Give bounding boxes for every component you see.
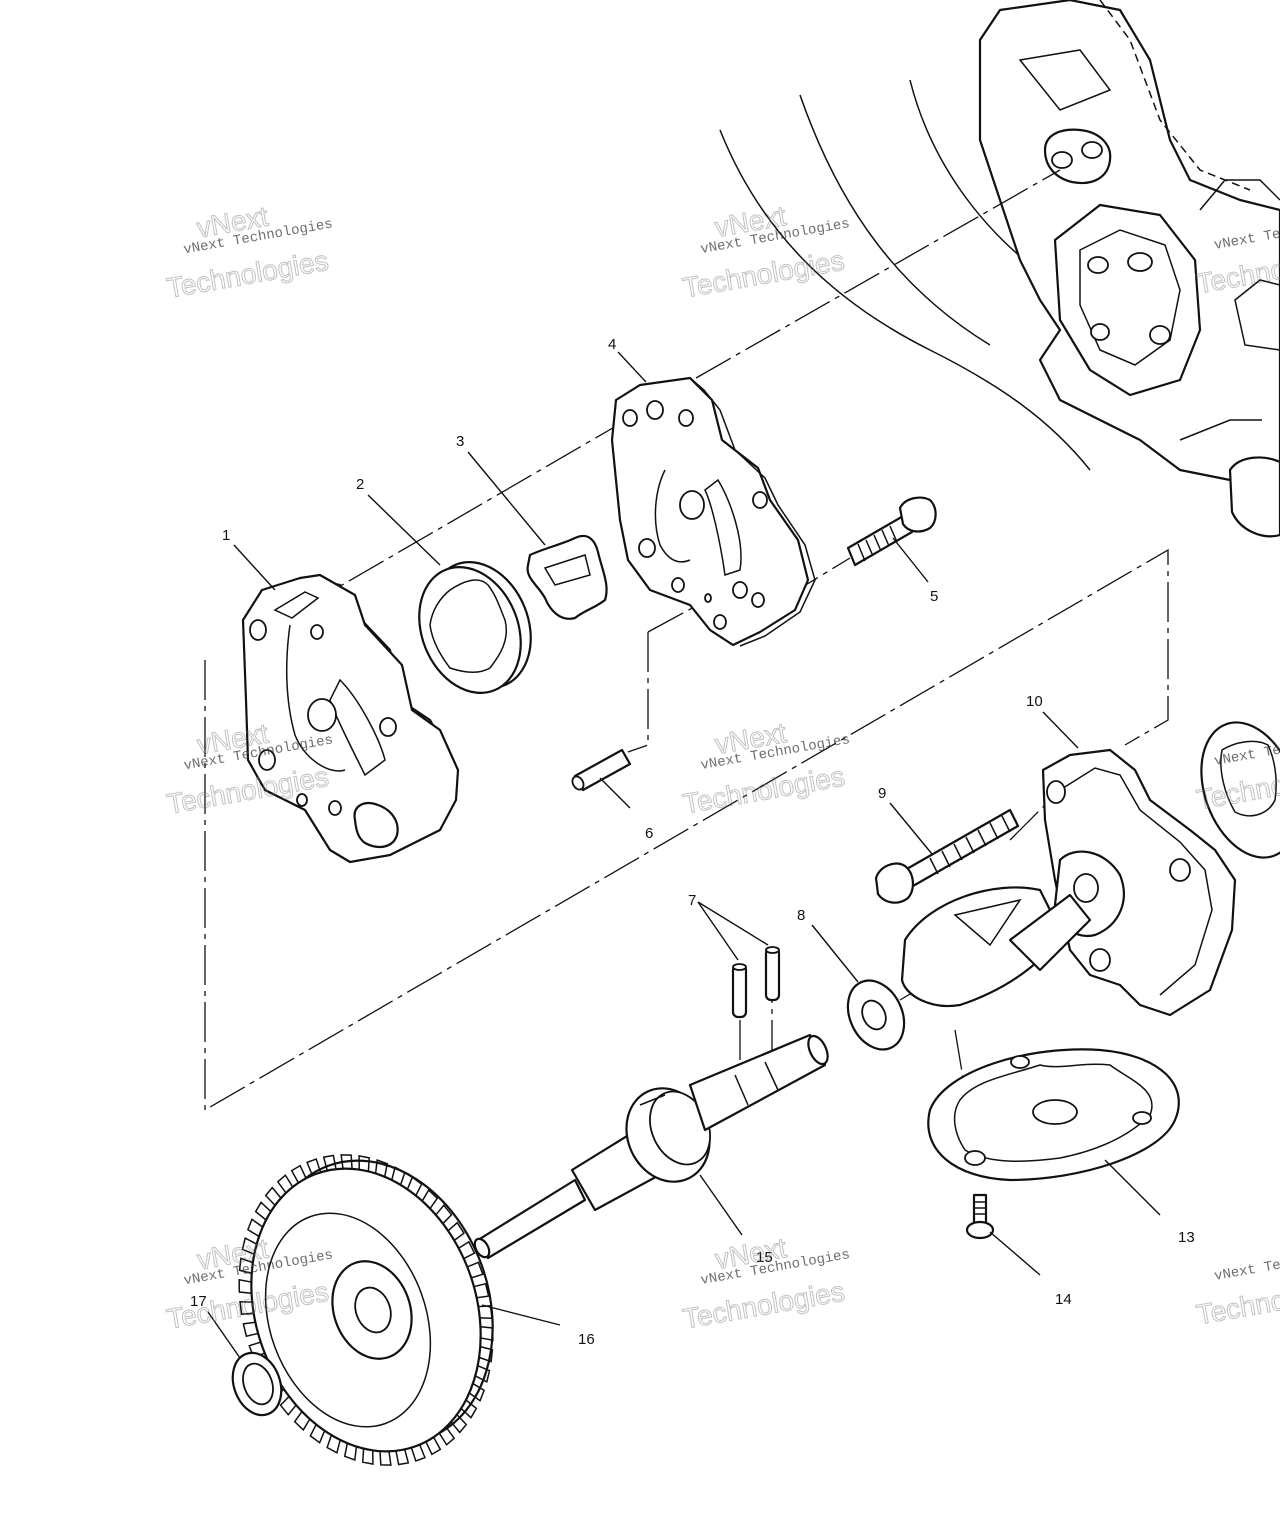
ring-part-17 (231, 1351, 283, 1417)
gear-part-16 (238, 1154, 494, 1466)
partial-rotor-right-edge (1200, 721, 1280, 859)
callout-9: 9 (878, 785, 886, 802)
callout-labels: 1 2 3 4 5 6 7 8 9 10 13 14 15 16 17 (190, 336, 1195, 1348)
leader-lines (207, 351, 1161, 1359)
callout-13: 13 (1178, 1229, 1195, 1246)
callout-7: 7 (688, 892, 696, 909)
small-screw-part-14 (965, 1193, 995, 1240)
callout-6: 6 (645, 825, 653, 842)
callout-3: 3 (456, 433, 464, 450)
watermark-2: vNext vNext Technologies Technologies (680, 200, 851, 304)
callout-5: 5 (930, 588, 938, 605)
dowel-pin-part-6 (571, 748, 632, 792)
inner-rotor-part-3 (526, 534, 608, 620)
crankcase-outline (719, 0, 1280, 538)
pins-part-7 (731, 946, 781, 1019)
watermark-8: vNext vNext Technologies Technologies (680, 1232, 851, 1335)
watermark-9: vNext Technologies Technologies (1194, 1243, 1280, 1331)
svg-text:vNext Technologies: vNext Technologies (1213, 1243, 1280, 1285)
screw-part-5 (846, 496, 937, 567)
outer-rotor-part-2 (418, 561, 532, 694)
gear-tooth-set (238, 1154, 494, 1466)
pump-cover-plate-part-4 (610, 376, 816, 647)
callout-8: 8 (797, 907, 805, 924)
washer-part-8 (846, 979, 906, 1051)
callout-17: 17 (190, 1293, 207, 1310)
shaft-part-15 (473, 1033, 829, 1260)
gear-teeth (238, 1154, 494, 1466)
watermark-1: vNext vNext Technologies Technologies (164, 200, 334, 304)
bolt-part-9 (874, 808, 1020, 904)
pump-housing-part-10 (900, 748, 1237, 1017)
watermark-5: vNext vNext Technologies Technologies (680, 717, 851, 820)
callout-16: 16 (578, 1331, 595, 1348)
callout-14: 14 (1055, 1291, 1072, 1308)
callout-4: 4 (608, 336, 616, 353)
callout-10: 10 (1026, 693, 1043, 710)
callout-2: 2 (356, 476, 364, 493)
callout-1: 1 (222, 527, 230, 544)
pump-body-part-1 (241, 573, 460, 864)
gasket-plate-part-13 (927, 1048, 1180, 1182)
callout-15: 15 (756, 1249, 773, 1266)
